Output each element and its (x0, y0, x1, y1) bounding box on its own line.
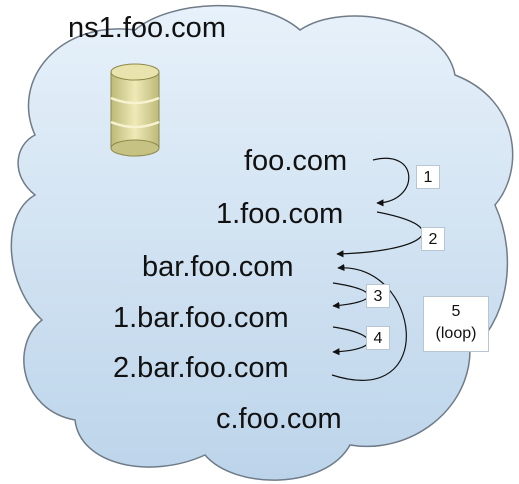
step-2-badge: 2 (421, 227, 445, 251)
step-5-label: 5 (451, 303, 461, 320)
arrow-step-5-loop (331, 263, 407, 381)
step-3-label: 3 (373, 288, 383, 305)
step-5-sublabel: (loop) (435, 325, 477, 342)
domain-2-bar-foo: 2.bar.foo.com (113, 352, 289, 384)
domain-bar-foo: bar.foo.com (142, 251, 294, 283)
arrow-step-1 (372, 157, 410, 207)
step-1-label: 1 (423, 169, 433, 186)
domain-foo: foo.com (244, 145, 348, 177)
database-icon (110, 63, 160, 157)
domain-c-foo: c.foo.com (216, 403, 342, 435)
domain-1-foo: 1.foo.com (216, 198, 344, 230)
step-4-label: 4 (373, 330, 383, 347)
step-5-badge: 5 (loop) (423, 296, 489, 352)
arrow-step-2 (336, 211, 424, 258)
step-3-badge: 3 (366, 284, 390, 308)
domain-1-bar-foo: 1.bar.foo.com (113, 302, 289, 334)
server-name: ns1.foo.com (68, 12, 226, 44)
step-2-label: 2 (428, 231, 438, 248)
step-4-badge: 4 (366, 326, 390, 350)
step-1-badge: 1 (416, 165, 440, 189)
